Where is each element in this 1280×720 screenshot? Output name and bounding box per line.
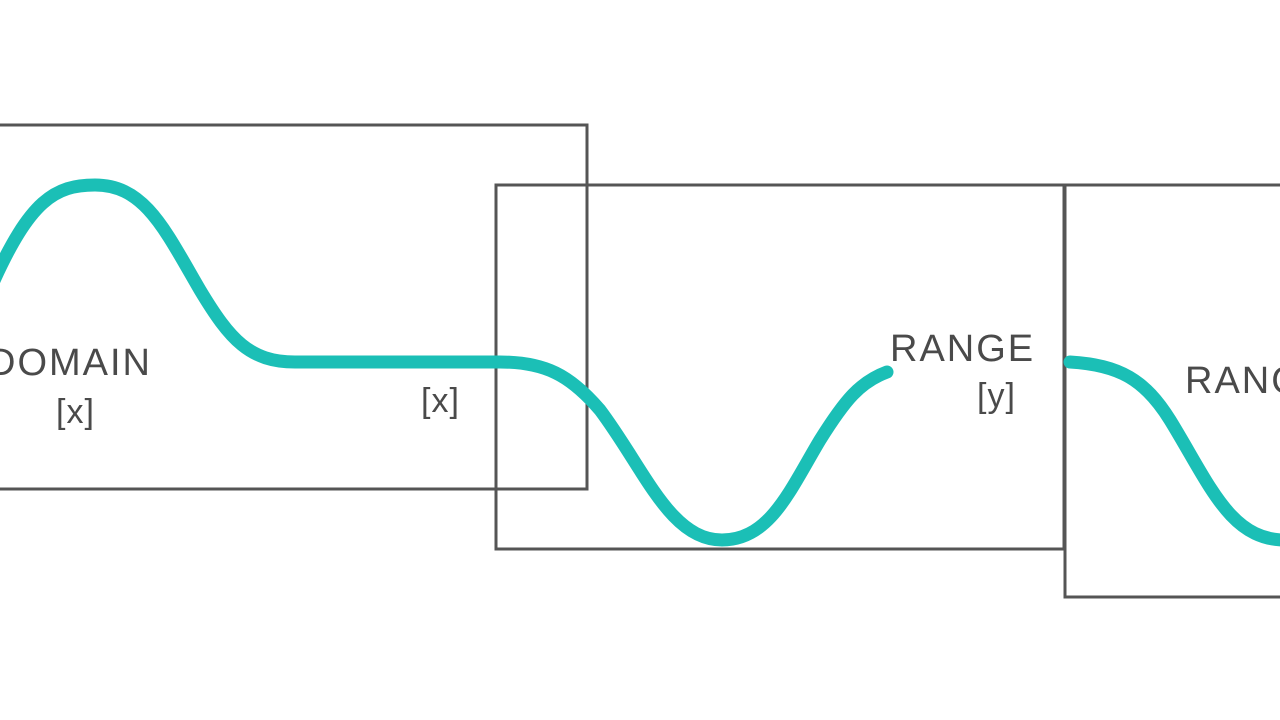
next-box-frame [1063, 183, 1280, 599]
next-box-title: RANGE [1185, 360, 1280, 402]
range-title: RANGE [890, 328, 1036, 370]
domain-variable-label: [x] [56, 393, 95, 431]
domain-box-frame [0, 123, 589, 491]
range-input-variable-label: [x] [421, 382, 460, 420]
next-wave-curve [1063, 355, 1280, 547]
domain-wave-curve [0, 178, 894, 547]
range-output-variable-label: [y] [977, 377, 1016, 415]
domain-title: DOMAIN [0, 342, 152, 384]
